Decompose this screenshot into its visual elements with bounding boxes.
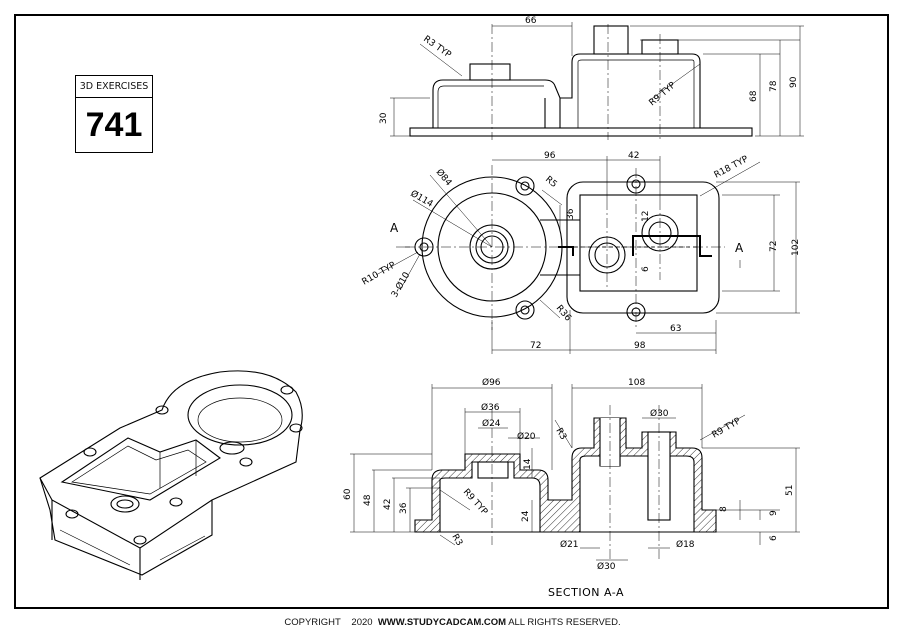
dim-d114: Ø114	[409, 188, 436, 210]
dim-36: 36	[566, 208, 576, 220]
dim-72-right: 72	[769, 241, 779, 252]
dim-98: 98	[634, 341, 646, 351]
dim-108: 108	[628, 378, 645, 388]
dim-d30-bottom: Ø30	[597, 561, 616, 572]
dim-r3-typ: R3 TYP	[421, 34, 453, 60]
dim-12: 12	[641, 211, 651, 222]
dim-51: 51	[785, 485, 795, 496]
front-view-labels: 66 R3 TYP R9 TYP 30 68 78 90	[379, 16, 799, 124]
dim-d30-top: Ø30	[650, 408, 669, 419]
dim-90: 90	[789, 76, 799, 88]
dim-r9-typ-right: R9 TYP	[711, 416, 744, 441]
dim-24: 24	[521, 510, 531, 522]
top-view-labels: 96 42 R5 R18 TYP Ø84 Ø114 36 12 6 72 102…	[361, 151, 802, 351]
dim-36: 36	[399, 502, 409, 514]
section-marker-a-left: A	[390, 221, 399, 235]
dim-d20: Ø20	[517, 431, 536, 442]
dim-8: 8	[719, 506, 729, 512]
footer-site[interactable]: WWW.STUDYCADCAM.COM	[377, 617, 507, 628]
dim-72-bottom: 72	[530, 341, 541, 351]
section-cutting-plane	[558, 235, 712, 257]
exercise-number: 741	[85, 106, 143, 144]
title-block-label: 3D EXERCISES	[76, 76, 152, 98]
isometric-view	[39, 370, 303, 580]
dim-42: 42	[628, 151, 639, 161]
section-marker-a-right: A	[735, 241, 744, 255]
section-caption: SECTION A-A	[548, 586, 624, 599]
dim-102: 102	[791, 239, 801, 256]
dim-d36: Ø36	[481, 402, 500, 413]
footer-year: 2020	[351, 617, 373, 628]
dim-30: 30	[379, 112, 389, 124]
front-view-dimensions	[390, 22, 804, 137]
dim-d18: Ø18	[676, 539, 695, 550]
dim-d24: Ø24	[482, 418, 501, 429]
dim-r5: R5	[543, 175, 559, 190]
dim-r3-bottom: R3	[449, 533, 464, 548]
dim-42: 42	[383, 499, 393, 510]
top-view-centerlines	[405, 165, 725, 330]
top-view-dimensions	[375, 156, 800, 354]
section-view-centerlines	[491, 405, 660, 560]
dim-r3-top: R3	[553, 427, 568, 442]
dim-r18-typ: R18 TYP	[713, 154, 751, 180]
dim-6: 6	[769, 535, 779, 541]
dim-9: 9	[769, 510, 779, 516]
footer-rights: ALL RIGHTS RESERVED.	[508, 617, 621, 628]
dim-63: 63	[670, 324, 681, 334]
section-view-dimensions	[350, 384, 800, 561]
dim-78: 78	[769, 80, 779, 92]
dim-6: 6	[641, 266, 651, 272]
dim-r10-typ: R10 TYP	[361, 260, 399, 287]
dim-48: 48	[363, 494, 373, 506]
dim-60: 60	[343, 488, 353, 500]
dim-3-d10: 3-Ø10	[389, 270, 412, 300]
title-block: 3D EXERCISES 741	[75, 75, 153, 153]
dim-d21: Ø21	[560, 539, 579, 550]
front-view-centerlines	[491, 24, 661, 140]
sheet-border	[14, 14, 889, 609]
dim-96: 96	[544, 151, 556, 161]
dim-d84: Ø84	[434, 167, 455, 188]
footer-copyright: COPYRIGHT	[284, 617, 341, 628]
dim-d96: Ø96	[482, 377, 501, 388]
footer: COPYRIGHT 2020 WWW.STUDYCADCAM.COM ALL R…	[0, 617, 905, 633]
section-view	[414, 417, 717, 533]
front-view	[409, 25, 753, 137]
dim-66: 66	[525, 16, 537, 26]
dim-r9-typ: R9 TYP	[648, 80, 679, 108]
dim-14: 14	[523, 458, 533, 470]
dim-68: 68	[749, 90, 759, 102]
